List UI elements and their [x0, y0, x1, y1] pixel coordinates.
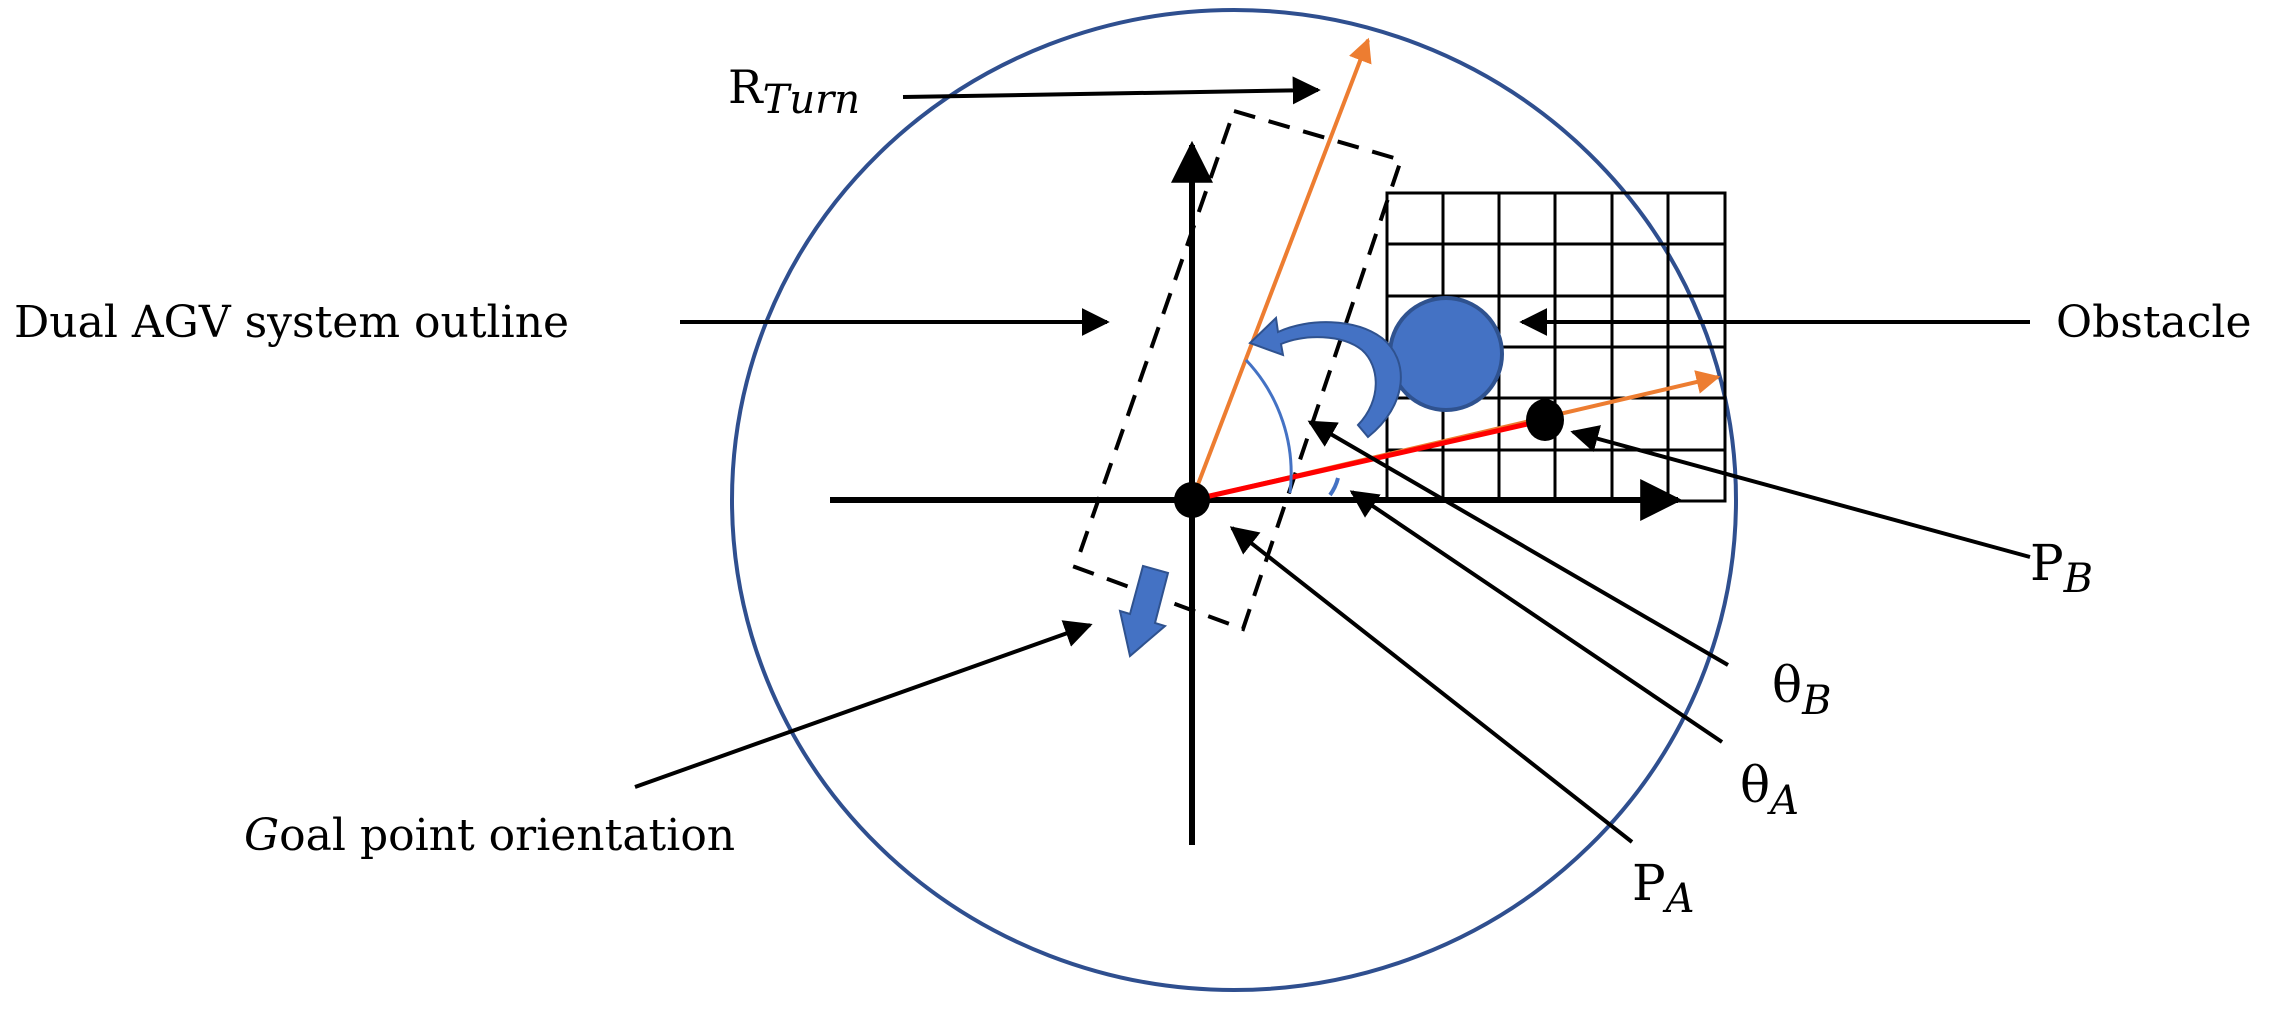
turn-radius-circle — [730, 8, 1738, 992]
pa-label: PA — [1632, 854, 1695, 922]
theta-a-label: θA — [1740, 756, 1799, 824]
r-turn-leader — [902, 76, 1321, 105]
pb-leader — [1570, 425, 2031, 559]
agv-outline — [1072, 108, 1404, 632]
theta-a-leader — [1349, 490, 1724, 744]
pb-label: PB — [2030, 534, 2093, 602]
obstacle-label: Obstacle — [2056, 297, 2252, 348]
curved-arrow-icon — [1248, 315, 1402, 439]
point-a — [1174, 482, 1210, 518]
theta-a-arc — [1328, 477, 1340, 497]
theta-b-label: θB — [1772, 656, 1832, 724]
goal-leader — [634, 620, 1093, 789]
outline-label: Dual AGV system outline — [14, 297, 569, 348]
pa-pb-vector — [1191, 417, 1546, 503]
turn-radius-vector — [1190, 37, 1372, 501]
down-arrow-icon — [1118, 564, 1170, 658]
theta-b-leader — [1307, 420, 1730, 667]
pa-leader — [1229, 526, 1634, 844]
goal-label: Goal point orientation — [244, 810, 735, 861]
obstacle-circle — [1388, 296, 1504, 412]
theta-b-arc — [1244, 358, 1293, 494]
point-b — [1526, 399, 1564, 441]
r-turn-label: RTurn — [728, 60, 860, 123]
